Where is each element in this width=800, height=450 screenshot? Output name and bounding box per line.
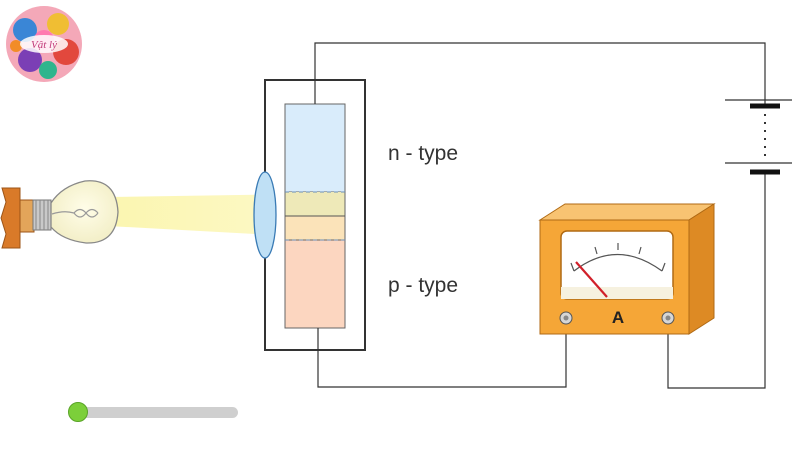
n-type-region [284,103,346,193]
light-bulb-icon [0,180,119,249]
logo-text: Vật lý [31,39,57,51]
logo-icon: Vật lý [6,6,82,82]
wire-bottom-right [667,172,766,389]
wire-bottom-left [317,318,567,388]
ammeter-icon: A [538,203,716,335]
p-type-label: p - type [388,274,458,297]
light-intensity-slider[interactable] [68,402,240,422]
wire-top [314,42,766,106]
battery-icon [725,99,792,175]
junction-top [285,192,345,216]
junction-bottom [285,216,345,240]
ammeter-needle [575,261,608,298]
ammeter-label: A [612,308,624,327]
p-type-region [284,239,346,329]
slider-knob[interactable] [68,402,88,422]
lens-icon [253,171,277,259]
n-type-label: n - type [388,142,458,165]
slider-track[interactable] [76,407,238,418]
